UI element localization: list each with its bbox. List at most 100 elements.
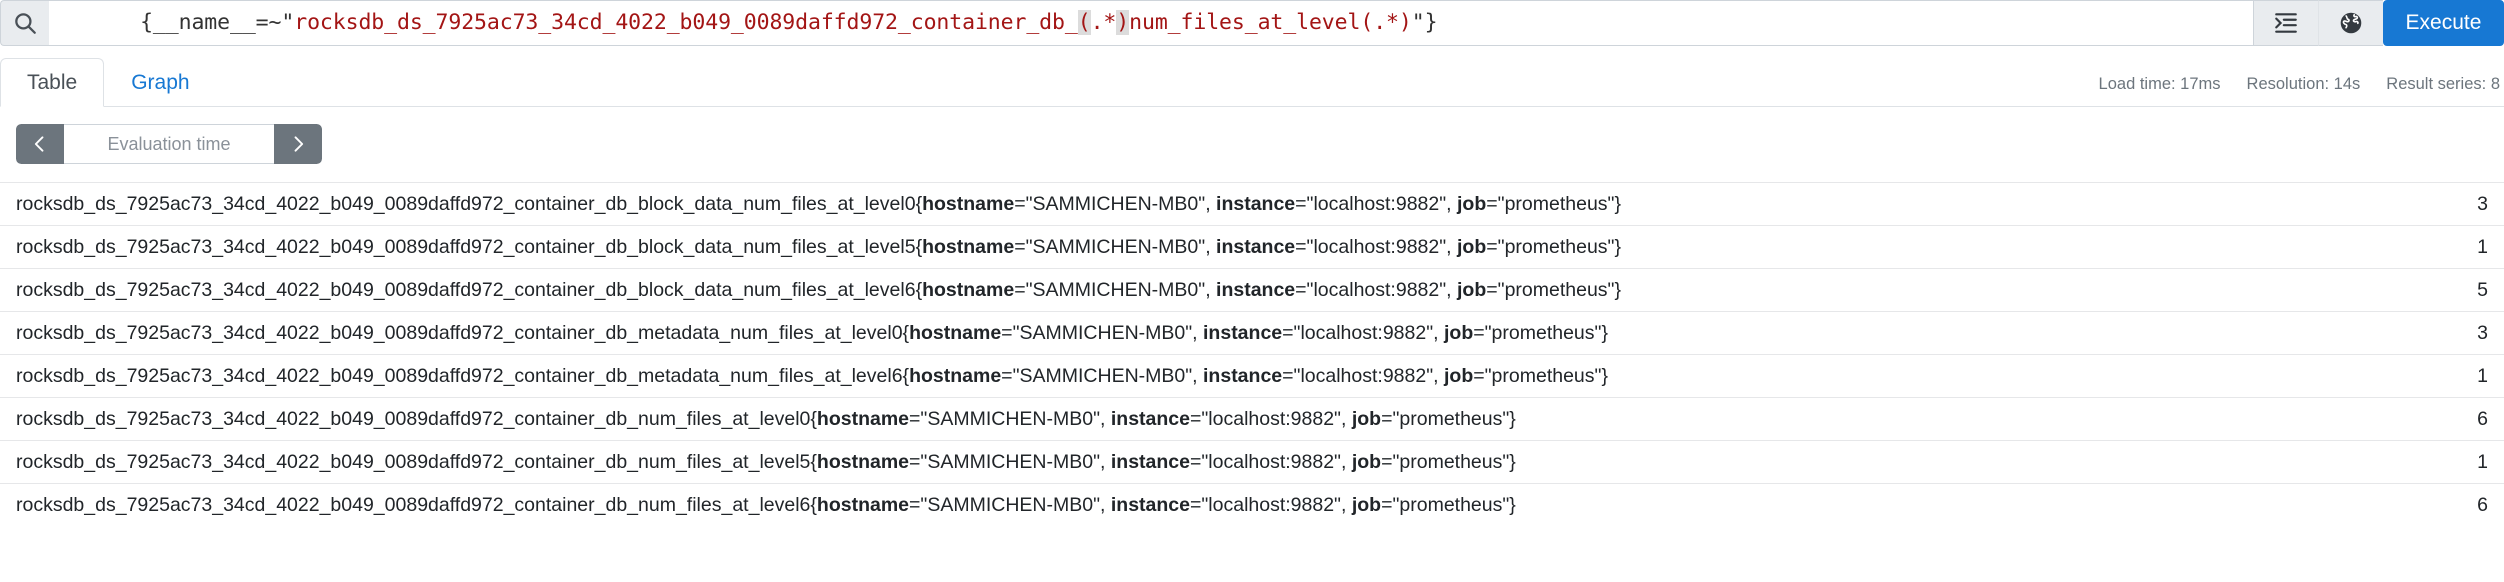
series-value-cell: 3 xyxy=(2477,193,2488,215)
label-equals: = xyxy=(1189,408,1202,430)
label-value: "SAMMICHEN-MB0" xyxy=(1025,193,1206,215)
query-metric-pattern: rocksdb_ds_7925ac73_34cd_4022_b049_0089d… xyxy=(294,10,1078,35)
query-group2: (.*) xyxy=(1360,10,1412,35)
label-value: "SAMMICHEN-MB0" xyxy=(1012,322,1193,344)
label-name: instance xyxy=(1216,279,1296,301)
label-value: "SAMMICHEN-MB0" xyxy=(920,451,1101,473)
query-expression: {__name__=~"rocksdb_ds_7925ac73_34cd_402… xyxy=(63,1,1438,45)
label-value: "localhost:9882" xyxy=(1306,236,1447,258)
metrics-explorer-button[interactable] xyxy=(2318,0,2383,46)
evaluation-time-input[interactable] xyxy=(64,124,274,164)
label-value: "localhost:9882" xyxy=(1201,451,1341,473)
label-equals: = xyxy=(1014,279,1026,301)
label-value: "localhost:9882" xyxy=(1306,193,1447,215)
label-brace-close: } xyxy=(1509,408,1516,430)
label-separator: , xyxy=(1446,279,1457,301)
resolution-stat: Resolution: 14s xyxy=(2246,75,2361,93)
series-label-cell: rocksdb_ds_7925ac73_34cd_4022_b049_0089d… xyxy=(0,183,2368,226)
label-equals: = xyxy=(1381,408,1393,430)
series-value-cell: 6 xyxy=(2477,408,2488,430)
eval-time-next-button[interactable] xyxy=(274,124,322,164)
label-value: "prometheus" xyxy=(1392,451,1510,473)
label-value: "SAMMICHEN-MB0" xyxy=(1025,279,1206,301)
series-label-cell: rocksdb_ds_7925ac73_34cd_4022_b049_0089d… xyxy=(0,312,2368,355)
label-name: hostname xyxy=(909,365,1002,387)
eval-time-prev-button[interactable] xyxy=(16,124,64,164)
label-name: hostname xyxy=(909,322,1002,344)
label-value: "localhost:9882" xyxy=(1306,279,1447,301)
label-name: instance xyxy=(1216,193,1296,215)
label-equals: = xyxy=(909,494,921,516)
label-equals: = xyxy=(1014,193,1026,215)
label-equals: = xyxy=(1381,494,1393,516)
query-middle-text: num_files_at_level xyxy=(1129,10,1361,35)
label-equals: = xyxy=(1486,193,1498,215)
label-brace-close: } xyxy=(1614,193,1621,215)
label-brace-close: } xyxy=(1601,365,1608,387)
label-value: "SAMMICHEN-MB0" xyxy=(1012,365,1193,387)
label-equals: = xyxy=(1001,365,1013,387)
label-separator: , xyxy=(1100,408,1111,430)
label-separator: , xyxy=(1192,365,1204,387)
label-equals: = xyxy=(1473,365,1485,387)
label-brace-open: { xyxy=(810,451,817,473)
label-brace-close: } xyxy=(1614,236,1621,258)
series-value-cell: 1 xyxy=(2477,451,2488,473)
label-equals: = xyxy=(1282,365,1294,387)
query-brace-close: "} xyxy=(1411,10,1438,35)
format-indent-icon xyxy=(2273,10,2299,36)
chevron-left-icon xyxy=(30,134,50,154)
label-equals: = xyxy=(1282,322,1294,344)
query-paren-close: ) xyxy=(1116,10,1130,35)
label-name: job xyxy=(1457,236,1487,258)
label-equals: = xyxy=(1014,236,1026,258)
label-name: hostname xyxy=(816,408,910,430)
label-separator: , xyxy=(1205,279,1217,301)
label-value: "localhost:9882" xyxy=(1201,408,1341,430)
label-equals: = xyxy=(1295,279,1307,301)
label-equals: = xyxy=(1189,494,1202,516)
label-name: job xyxy=(1443,365,1474,387)
label-equals: = xyxy=(1295,193,1307,215)
label-equals: = xyxy=(1486,279,1498,301)
query-bar: {__name__=~"rocksdb_ds_7925ac73_34cd_402… xyxy=(0,0,2504,46)
globe-icon xyxy=(2338,10,2364,36)
label-name: hostname xyxy=(816,451,910,473)
query-brace-open: {__name__=~" xyxy=(140,10,295,35)
table-row: rocksdb_ds_7925ac73_34cd_4022_b049_0089d… xyxy=(0,397,2504,441)
chevron-right-icon xyxy=(288,134,308,154)
label-equals: = xyxy=(1295,236,1307,258)
label-name: instance xyxy=(1110,408,1190,430)
label-name: hostname xyxy=(922,193,1015,215)
label-separator: , xyxy=(1100,494,1111,516)
label-value: "localhost:9882" xyxy=(1293,322,1434,344)
query-group1-body: .* xyxy=(1090,10,1117,35)
series-value-cell: 1 xyxy=(2477,365,2488,387)
tab-table[interactable]: Table xyxy=(0,58,105,107)
query-input[interactable]: {__name__=~"rocksdb_ds_7925ac73_34cd_402… xyxy=(49,0,2253,46)
label-value: "prometheus" xyxy=(1484,322,1602,344)
series-value-cell: 5 xyxy=(2477,279,2488,301)
tab-table-label: Table xyxy=(27,71,78,94)
execute-button[interactable]: Execute xyxy=(2383,0,2504,46)
load-time-stat: Load time: 17ms xyxy=(2098,75,2221,93)
series-metric-name: rocksdb_ds_7925ac73_34cd_4022_b049_0089d… xyxy=(16,193,916,215)
table-row: rocksdb_ds_7925ac73_34cd_4022_b049_0089d… xyxy=(0,483,2504,527)
tab-graph[interactable]: Graph xyxy=(104,58,216,107)
series-metric-name: rocksdb_ds_7925ac73_34cd_4022_b049_0089d… xyxy=(16,408,811,430)
result-series-stat: Result series: 8 xyxy=(2386,75,2500,93)
label-separator: , xyxy=(1433,322,1444,344)
label-name: job xyxy=(1457,193,1487,215)
label-brace-close: } xyxy=(1509,494,1516,516)
query-stats: Load time: 17ms Resolution: 14s Result s… xyxy=(2099,75,2500,94)
label-brace-open: { xyxy=(810,494,817,516)
label-name: instance xyxy=(1110,494,1190,516)
label-brace-open: { xyxy=(810,408,817,430)
table-row: rocksdb_ds_7925ac73_34cd_4022_b049_0089d… xyxy=(0,354,2504,398)
results-table-body: rocksdb_ds_7925ac73_34cd_4022_b049_0089d… xyxy=(0,182,2504,527)
label-name: instance xyxy=(1203,322,1283,344)
execute-button-label: Execute xyxy=(2405,11,2482,34)
label-value: "prometheus" xyxy=(1392,408,1510,430)
label-value: "SAMMICHEN-MB0" xyxy=(920,408,1101,430)
format-query-button[interactable] xyxy=(2253,0,2318,46)
